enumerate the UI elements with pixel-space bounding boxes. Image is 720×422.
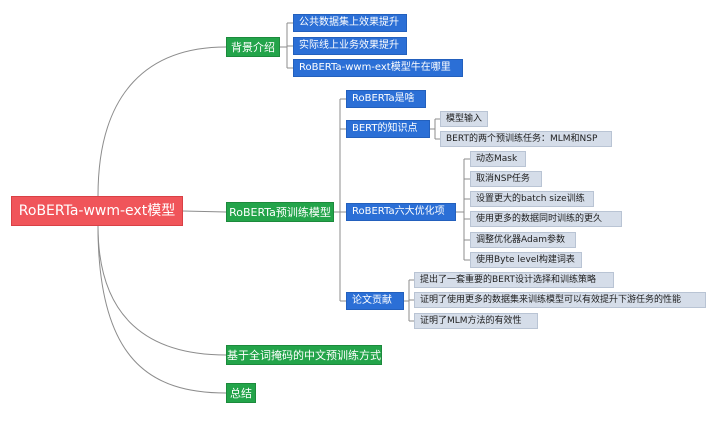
node-roberta[interactable]: RoBERTa预训练模型 — [226, 202, 334, 222]
node-wwm[interactable]: 基于全词掩码的中文预训练方式 — [226, 345, 382, 365]
optim-item-no-nsp[interactable]: 取消NSP任务 — [470, 171, 542, 187]
optim-item-batch-size[interactable]: 设置更大的batch size训练 — [470, 191, 594, 207]
connector-root-wwm — [97, 225, 227, 356]
connector-root-summary — [97, 225, 227, 394]
optim-item-more-data[interactable]: 使用更多的数据同时训练的更久 — [470, 211, 622, 227]
connector-root-background — [97, 46, 227, 197]
background-item-online[interactable]: 实际线上业务效果提升 — [293, 37, 407, 55]
contrib-item-more-data[interactable]: 证明了使用更多的数据集来训练模型可以有效提升下游任务的性能 — [414, 292, 706, 308]
contrib-item-design[interactable]: 提出了一套重要的BERT设计选择和训练策略 — [414, 272, 614, 288]
root-node[interactable]: RoBERTa-wwm-ext模型 — [11, 196, 183, 226]
optim-item-byte-level[interactable]: 使用Byte level构建词表 — [470, 252, 582, 268]
node-roberta-intro[interactable]: RoBERTa是啥 — [346, 90, 426, 108]
node-summary[interactable]: 总结 — [226, 383, 256, 403]
node-roberta-optim[interactable]: RoBERTa六大优化项 — [346, 203, 456, 221]
background-item-public[interactable]: 公共数据集上效果提升 — [293, 14, 407, 32]
node-paper-contrib[interactable]: 论文贡献 — [346, 292, 404, 310]
optim-item-dynamic-mask[interactable]: 动态Mask — [470, 151, 526, 167]
background-item-why[interactable]: RoBERTa-wwm-ext模型牛在哪里 — [293, 59, 463, 77]
bert-item-input[interactable]: 模型输入 — [440, 111, 488, 127]
bert-item-tasks[interactable]: BERT的两个预训练任务：MLM和NSP — [440, 131, 612, 147]
node-bert-knowledge[interactable]: BERT的知识点 — [346, 120, 430, 138]
connector-root-roberta — [182, 210, 227, 213]
optim-item-adam[interactable]: 调整优化器Adam参数 — [470, 232, 576, 248]
contrib-item-mlm[interactable]: 证明了MLM方法的有效性 — [414, 313, 538, 329]
node-background[interactable]: 背景介绍 — [226, 37, 280, 57]
